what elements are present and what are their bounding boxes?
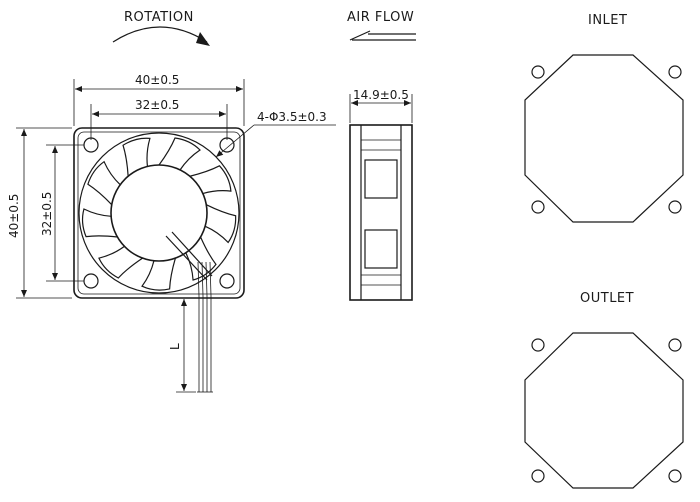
side-blade-top [364, 159, 398, 199]
mount-hole-br [219, 273, 235, 289]
dim-overall-width: 40±0.5 [73, 73, 245, 126]
inlet-outline [524, 54, 684, 223]
svg-text:40±0.5: 40±0.5 [135, 73, 179, 87]
svg-text:14.9±0.5: 14.9±0.5 [353, 88, 409, 102]
dim-holes-callout: 4-Φ3.5±0.3 [215, 110, 336, 158]
mount-hole-bl [83, 273, 99, 289]
svg-text:32±0.5: 32±0.5 [40, 192, 54, 236]
side-frame [349, 124, 413, 301]
front-view [73, 127, 245, 393]
rotation-arrowhead [196, 32, 210, 46]
rotation-arrow [112, 26, 208, 43]
fan-blades [81, 137, 237, 291]
fan-hub [110, 164, 208, 262]
dim-lead-length: L [168, 297, 196, 393]
fan-frame [73, 127, 245, 299]
inlet-label: INLET [588, 13, 627, 28]
svg-text:L: L [168, 343, 182, 350]
rotation-label: ROTATION [124, 10, 194, 25]
outlet-label: OUTLET [580, 291, 634, 306]
svg-text:4-Φ3.5±0.3: 4-Φ3.5±0.3 [257, 110, 327, 124]
side-view [349, 124, 413, 301]
dim-thickness: 14.9±0.5 [349, 88, 413, 123]
svg-text:32±0.5: 32±0.5 [135, 98, 179, 112]
dim-overall-height: 40±0.5 [7, 127, 72, 299]
dim-hole-spacing-h: 32±0.5 [90, 98, 228, 140]
mount-hole-tl [83, 137, 99, 153]
side-blade-bottom [364, 229, 398, 269]
mount-hole-tr [219, 137, 235, 153]
air-flow-label: AIR FLOW [347, 10, 414, 25]
outlet-outline [524, 332, 684, 489]
svg-text:40±0.5: 40±0.5 [7, 194, 21, 238]
wire-strut [165, 231, 213, 281]
dim-hole-spacing-v: 32±0.5 [40, 144, 84, 282]
air-flow-arrow [349, 30, 416, 41]
fan-ring [78, 132, 240, 294]
lead-wires [197, 261, 213, 393]
